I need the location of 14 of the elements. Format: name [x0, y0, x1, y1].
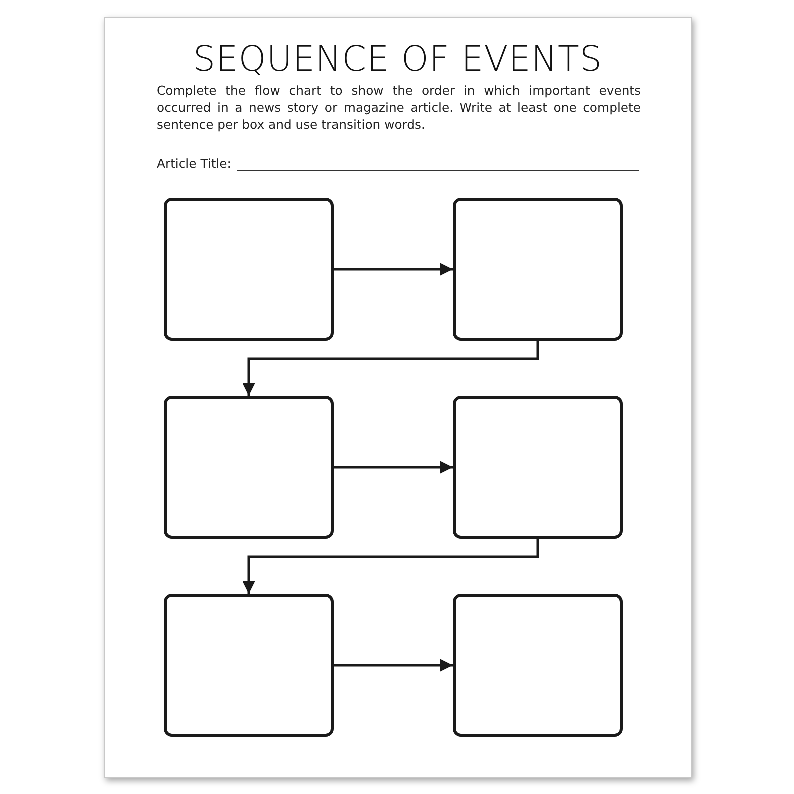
empty-box — [453, 594, 623, 737]
instructions: Complete the flow chart to show the order in which important events occurred in a news story or magazine article. Write at least one complete sentence per box and use transition words. — [157, 82, 641, 133]
empty-box — [453, 396, 623, 539]
empty-box — [164, 198, 334, 341]
arrow — [334, 659, 453, 672]
empty-box — [164, 396, 334, 539]
empty-box — [453, 198, 623, 341]
arrow — [242, 341, 540, 396]
empty-box — [164, 594, 334, 737]
arrow — [334, 263, 453, 276]
arrow — [242, 539, 540, 594]
arrow — [334, 461, 453, 474]
field-label: Article Title: — [157, 156, 232, 171]
title: SEQUENCE OF EVENTS — [192, 40, 604, 80]
